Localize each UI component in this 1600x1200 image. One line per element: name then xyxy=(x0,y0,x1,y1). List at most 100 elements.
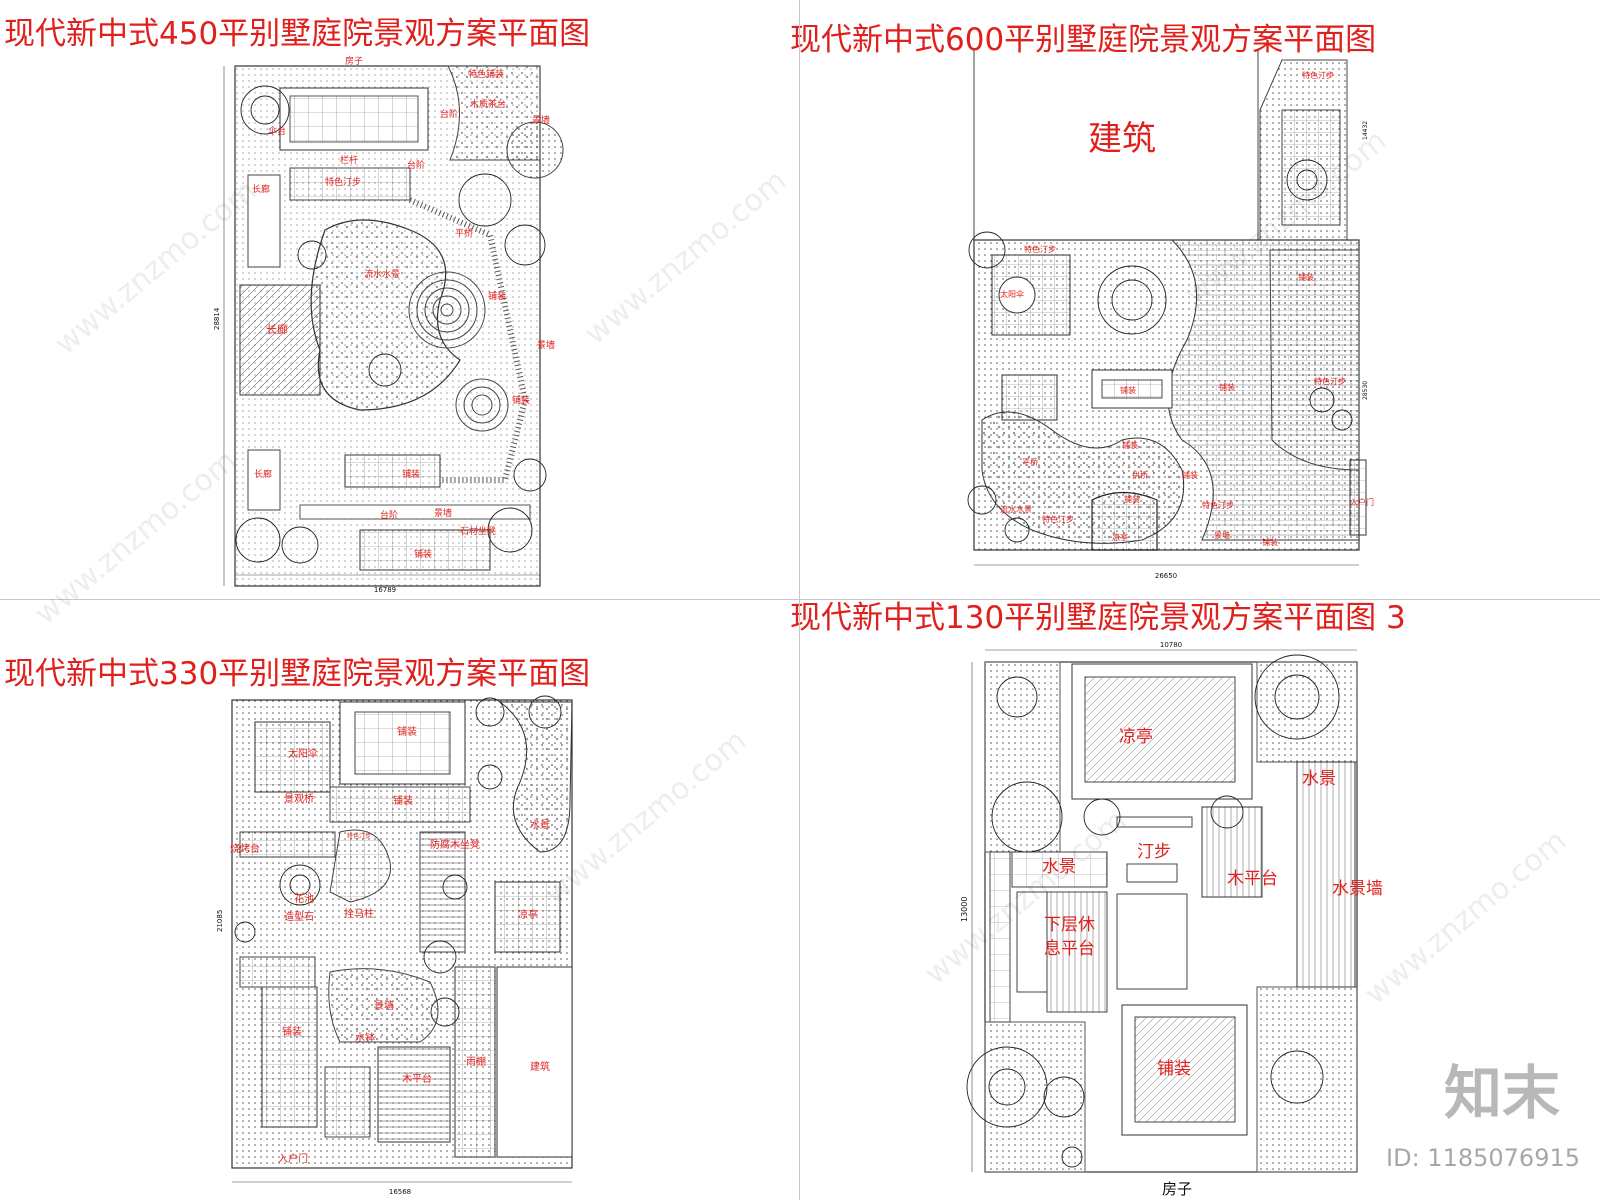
plan-450-label-umbrella: 伞台 xyxy=(268,125,286,137)
plan-330-label-paving-a: 铺装 xyxy=(397,725,417,738)
plan-600-label-stepping-c: 特色汀步 xyxy=(1314,376,1346,386)
plan-130-trees xyxy=(966,654,1340,1168)
plan-130-label-water-a: 水景 xyxy=(1302,769,1336,789)
plan-450-label-steps-c: 台阶 xyxy=(380,509,398,521)
plan-600-label-wall: 景墙 xyxy=(1214,530,1230,540)
brand-id: ID: 1185076915 xyxy=(1386,1144,1580,1172)
plan-130-drawing: 10780 13000 凉亭 水景 水景 汀步 木平台 水景墙 下层休 息平台 … xyxy=(960,641,1383,1198)
plan-330-label-entrance: 入户门 xyxy=(278,1152,308,1165)
plan-330-label-wood-seat: 防腐木坐凳 xyxy=(430,838,480,851)
plan-450-label-paving-d: 铺装 xyxy=(414,548,432,560)
plan-330-label-bridge: 景观桥 xyxy=(284,793,314,805)
plan-600-label-entrance: 入户门 xyxy=(1350,497,1374,507)
plan-330-label-wall: 景墙 xyxy=(374,999,394,1012)
plan-600-label-building: 建筑 xyxy=(1088,119,1156,159)
plan-330-label-stepping: 特色汀步 xyxy=(347,832,371,840)
plan-450-label-steps-a: 台阶 xyxy=(440,108,458,120)
plan-600-dim-top: 14432 xyxy=(1362,121,1369,140)
plan-130-paving xyxy=(1134,1016,1236,1123)
plan-130-title-suffix: 3 xyxy=(1386,600,1406,636)
plan-130-label-paving: 铺装 xyxy=(1157,1059,1191,1079)
plan-450-label-wall-c: 景墙 xyxy=(434,507,452,519)
plan-450-label-water: 流水水景 xyxy=(364,268,400,280)
plan-450-label-paving-b: 铺装 xyxy=(512,394,530,406)
plan-130-dim-height: 13000 xyxy=(960,897,969,922)
plan-330-label-rockery: 造型石 xyxy=(284,910,314,923)
plan-450-dim-height: 28814 xyxy=(213,307,221,330)
plan-450-label-corridor-b: 长廊 xyxy=(266,322,288,336)
plan-130-dim-width: 10780 xyxy=(1160,641,1182,649)
plan-450-corridor xyxy=(239,284,321,396)
plan-330-label-bbq: 烧烤台 xyxy=(230,842,260,855)
plan-450-label-feature-paving: 特色铺装 xyxy=(468,68,504,80)
plan-330-label-paving-c: 铺装 xyxy=(282,1025,302,1038)
brand-logo: 知末 xyxy=(1443,1059,1560,1127)
plan-330-label-water-b: 水钵 xyxy=(355,1031,375,1044)
plan-130-label-water-wall: 水景墙 xyxy=(1332,879,1383,899)
plan-600-panel: 现代新中式600平别墅庭院景观方案平面图 建筑 xyxy=(790,0,1600,598)
plan-600-label-paving-a: 铺装 xyxy=(1298,272,1314,282)
plan-130-panel: 现代新中式130平别墅庭院景观方案平面图 3 xyxy=(790,600,1600,1200)
plan-600-label-water: 流水水景 xyxy=(1000,504,1032,514)
plan-330-pavilion xyxy=(494,881,561,953)
plan-450-trees xyxy=(235,85,547,564)
plan-450-label-corridor-c: 长廊 xyxy=(254,468,272,480)
plan-600-title: 现代新中式600平别墅庭院景观方案平面图 xyxy=(790,22,1377,58)
plan-600-trees xyxy=(967,159,1353,543)
plan-600-label-paving-b: 铺装 xyxy=(1120,385,1136,395)
plan-600-label-stepping-d: 特色汀步 xyxy=(1042,514,1074,524)
plan-600-label-sun-umbrella: 太阳伞 xyxy=(1000,289,1024,299)
plan-450-label-railing: 栏杆 xyxy=(340,154,358,166)
plan-450-label-stepping: 特色汀步 xyxy=(325,176,361,188)
plan-330-trees xyxy=(234,695,562,1027)
plan-130-label-rest-2: 息平台 xyxy=(1044,939,1095,959)
plan-450-drawing: 16789 28814 房子 特色铺装 木质茶台 台阶 景墙 栏杆 台阶 伞台 … xyxy=(213,55,564,594)
plan-450-label-paving-c: 铺装 xyxy=(402,468,420,480)
plan-330-label-wood-deck: 木平台 xyxy=(402,1072,432,1085)
plan-330-label-building: 建筑 xyxy=(530,1060,550,1073)
plan-130-title-text: 现代新中式130平别墅庭院景观方案平面图 xyxy=(790,600,1377,636)
plan-330-panel: 现代新中式330平别墅庭院景观方案平面图 xyxy=(0,602,798,1200)
plan-600-label-paving-e: 铺装 xyxy=(1122,440,1138,450)
horizontal-divider xyxy=(0,599,1600,600)
plan-330-title: 现代新中式330平别墅庭院景观方案平面图 xyxy=(4,656,591,692)
plan-330-label-pavilion: 凉亭 xyxy=(518,908,538,921)
plan-130-rest-platform xyxy=(1046,891,1108,1013)
plan-330-label-hitching-post: 拴马柱 xyxy=(344,907,374,920)
plan-450-pool xyxy=(289,95,419,143)
plan-330-label-plant-bed: 花池 xyxy=(294,892,314,905)
plan-330-label-canopy: 雨棚 xyxy=(466,1055,486,1068)
plan-450-water xyxy=(310,219,461,411)
plan-600-label-paving-g: 铺装 xyxy=(1262,537,1278,547)
plan-450-title: 现代新中式450平别墅庭院景观方案平面图 xyxy=(4,16,591,52)
plan-130-pavilion xyxy=(1084,676,1236,783)
plan-600-drawing: 建筑 26650 28530 14432 xyxy=(967,50,1374,580)
plan-330-wood-deck xyxy=(377,1046,451,1143)
plan-600-label-paving-f: 铺装 xyxy=(1124,494,1140,504)
plan-130-label-house: 房子 xyxy=(1162,1180,1192,1198)
plan-450-label-paving-a: 铺装 xyxy=(488,290,506,302)
plan-330-dim-height: 21085 xyxy=(216,910,224,932)
plan-330-dim-width: 16568 xyxy=(389,1188,411,1196)
plan-450-label-house: 房子 xyxy=(345,55,363,67)
plan-600-label-stepping-b: 特色汀步 xyxy=(1024,244,1056,254)
plan-600-label-paving-c: 铺装 xyxy=(1219,382,1235,392)
plan-450-label-bridge: 平桥 xyxy=(455,227,473,239)
plan-130-label-pavilion: 凉亭 xyxy=(1119,727,1153,747)
plan-450-label-corridor-a: 长廊 xyxy=(252,183,270,195)
plan-130-label-stepping: 汀步 xyxy=(1137,842,1171,862)
plan-130-label-wood-deck: 木平台 xyxy=(1227,869,1278,889)
plan-600-label-bridge: 平桥 xyxy=(1022,457,1038,467)
plan-450-label-stone-seat: 石材坐凳 xyxy=(460,525,496,537)
vertical-divider xyxy=(799,0,800,1200)
plan-600-label-arch-bridge: 拱桥 xyxy=(1132,470,1148,480)
plan-600-label-stepping-top: 特色汀步 xyxy=(1302,70,1334,80)
plan-600-dim-height: 28530 xyxy=(1362,381,1369,400)
plan-600-dim-width: 26650 xyxy=(1155,572,1177,580)
plan-450-label-wall-b: 景墙 xyxy=(537,339,555,351)
plan-330-water xyxy=(498,701,573,853)
plan-130-label-water-b: 水景 xyxy=(1042,857,1076,877)
plan-450-concentric xyxy=(408,271,486,349)
plan-450-panel: 现代新中式450平别墅庭院景观方案平面图 xyxy=(0,0,798,598)
plan-600-label-pavilion: 凉亭 xyxy=(1112,532,1128,542)
